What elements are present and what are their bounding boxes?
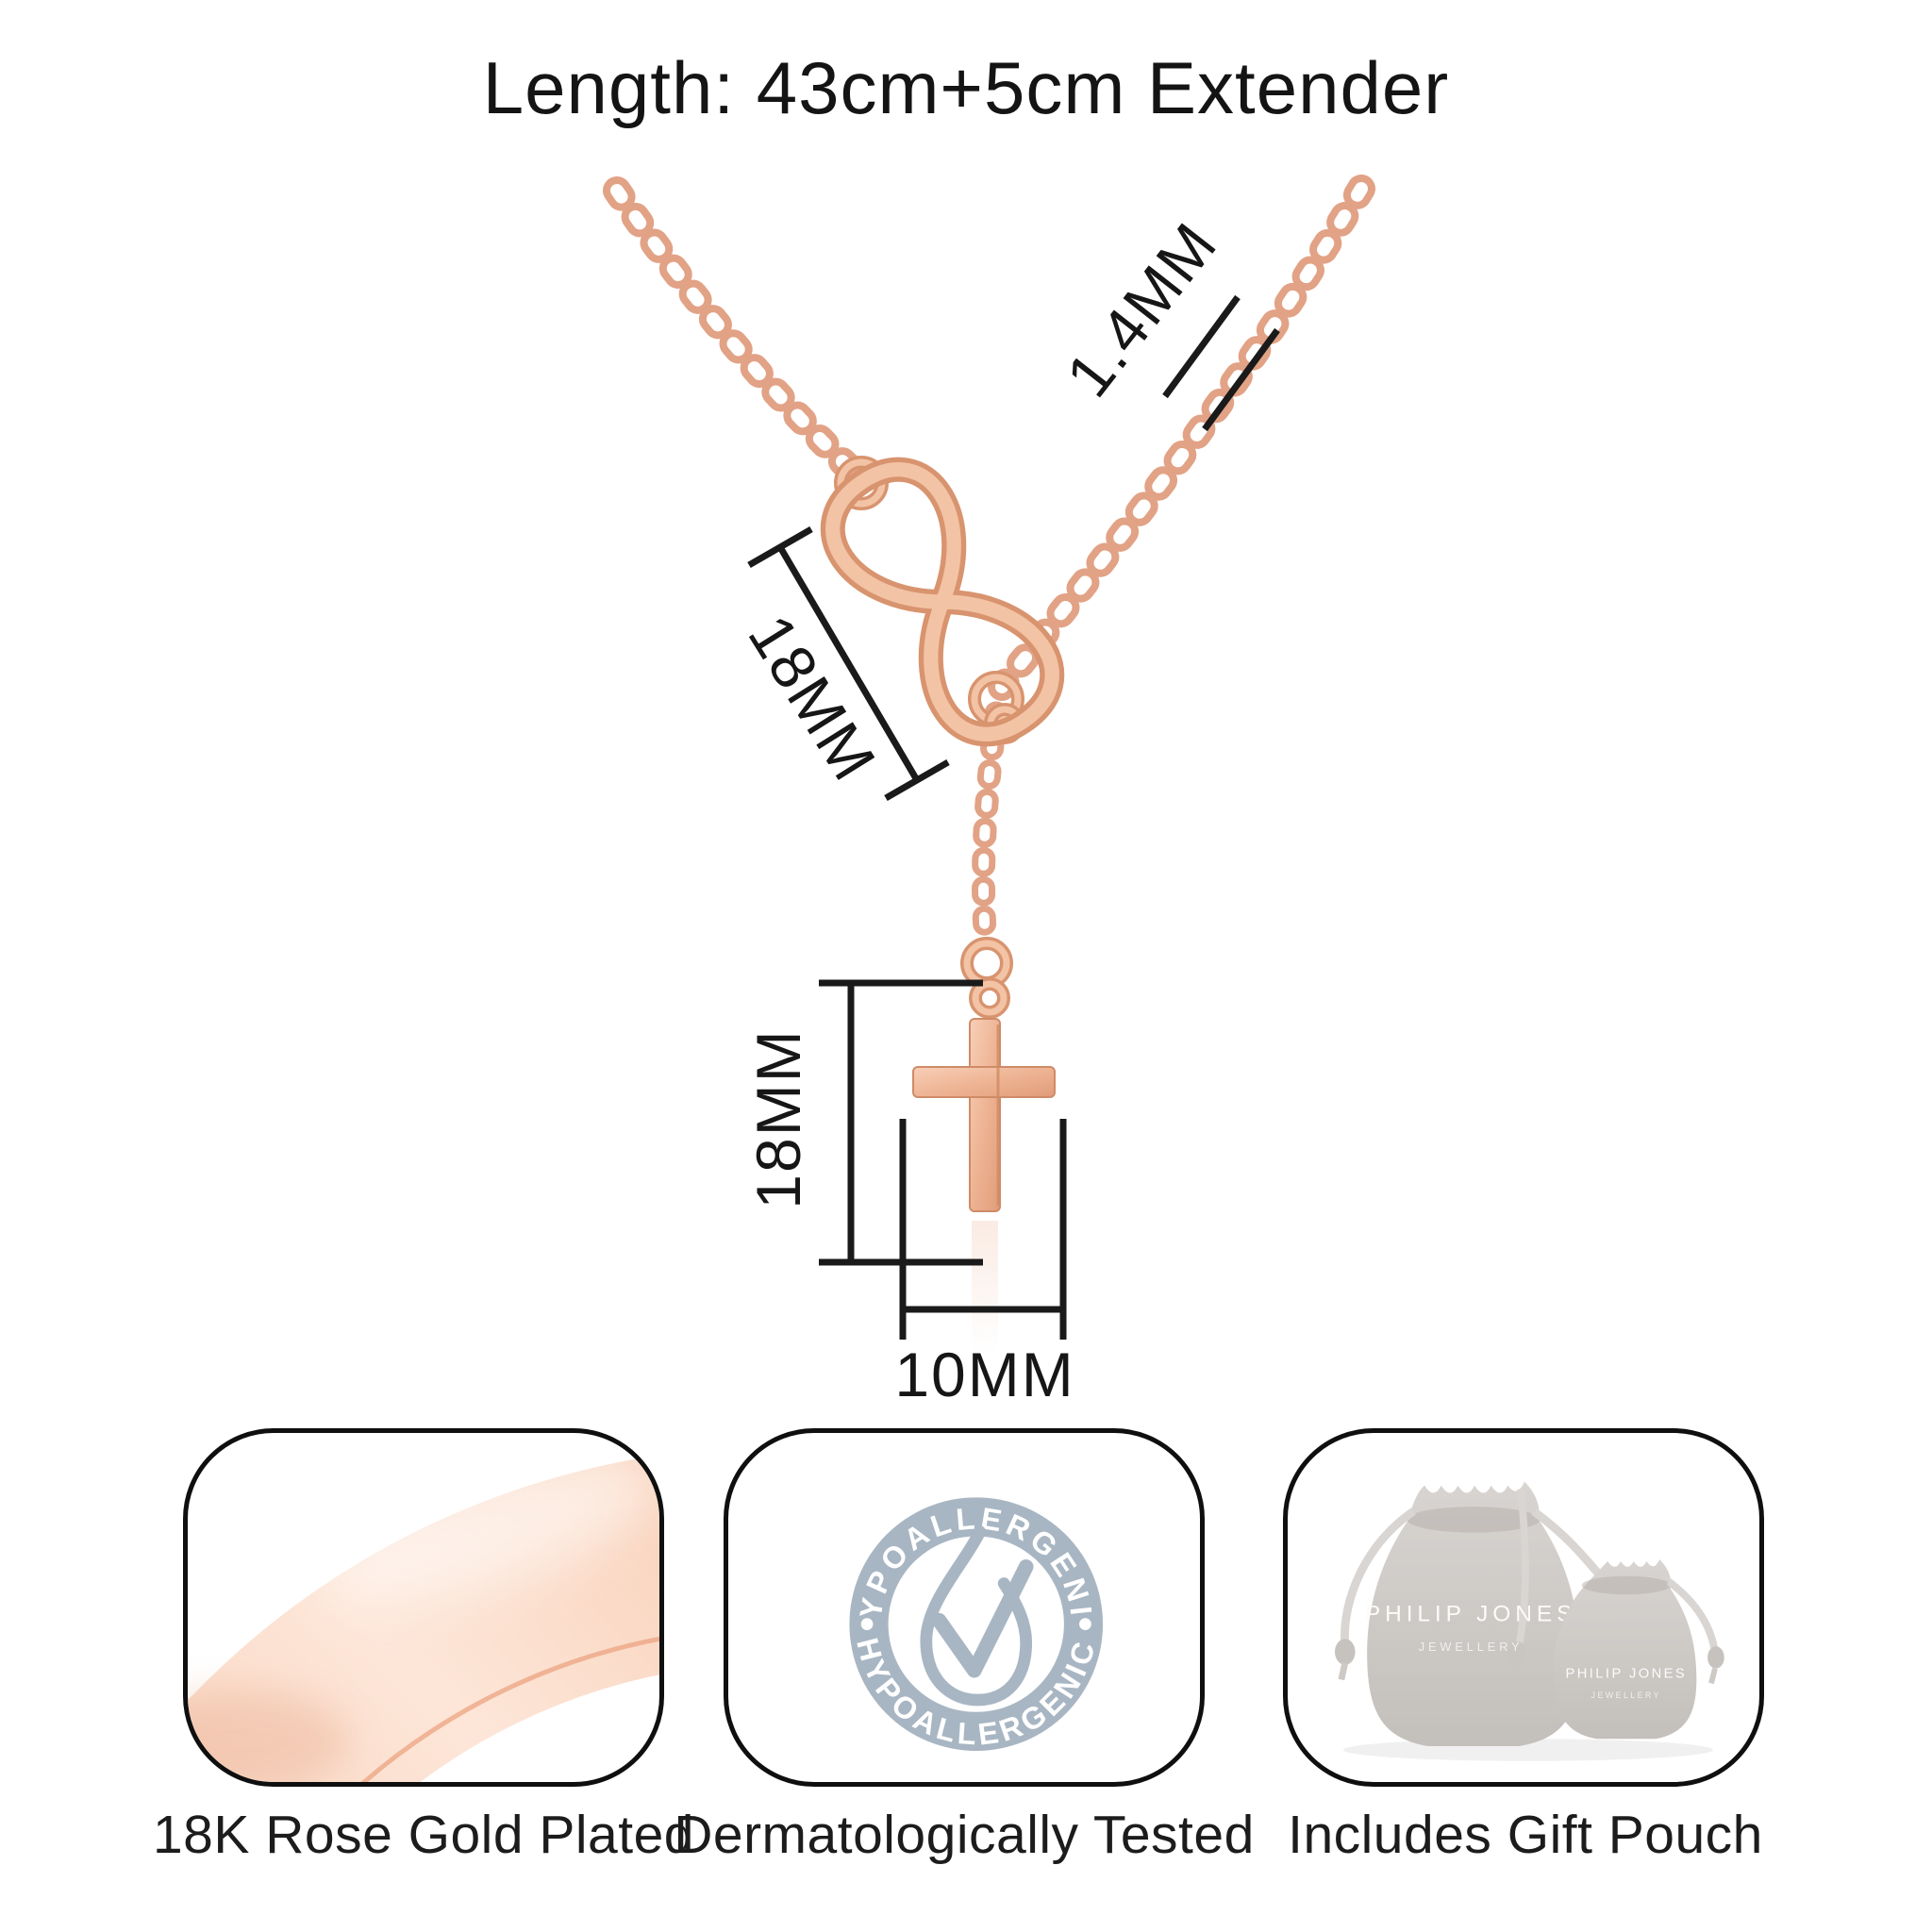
badge-hypoallergenic: HYPOALLERGENIC HYPOALLERGENIC (724, 1428, 1205, 1787)
caption-dermatologically-tested: Dermatologically Tested (674, 1805, 1255, 1865)
cross-reflection (972, 1221, 998, 1353)
pouch-subbrand-text: JEWELLERY (1591, 1690, 1661, 1700)
badge-gift-pouch: PHILIP JONES JEWELLERY PHILIP JONES JEWE… (1283, 1428, 1764, 1787)
gift-pouch-large: PHILIP JONES JEWELLERY (1335, 1481, 1617, 1747)
ring-shade (188, 1690, 350, 1782)
cord-knot (1335, 1639, 1356, 1665)
pouch-brand-text: PHILIP JONES (1565, 1667, 1687, 1682)
chain-left (603, 176, 863, 482)
infinity-length-dimension-line (747, 525, 950, 802)
water-drop-icon (920, 1525, 1033, 1707)
rose-gold-band-image (188, 1453, 659, 1782)
cross-jump-rings (960, 937, 1013, 1019)
cord-tail (1338, 1662, 1349, 1681)
caption-gift-pouch: Includes Gift Pouch (1288, 1805, 1763, 1865)
gift-pouch-image: PHILIP JONES JEWELLERY PHILIP JONES JEWE… (1335, 1481, 1724, 1761)
cord-tail (1708, 1667, 1718, 1685)
page-title: Length: 43cm+5cm Extender (482, 46, 1450, 129)
dot-separator-icon (860, 1618, 874, 1631)
drawstring-cord (1341, 1507, 1416, 1647)
seal-center (888, 1536, 1064, 1712)
cord-knot (1707, 1646, 1724, 1669)
drawstring-cord (1666, 1578, 1719, 1653)
cross-pendant (912, 1018, 1056, 1212)
cross-height-label: 18MM (743, 1028, 813, 1208)
hypoallergenic-seal: HYPOALLERGENIC HYPOALLERGENIC (728, 1433, 1104, 1752)
checkmark-icon (931, 1559, 1034, 1678)
cross-width-dimension-line (899, 1119, 1067, 1340)
cross-width-label: 10MM (894, 1340, 1074, 1409)
drawstring-cord-front (1515, 1489, 1529, 1647)
chain-width-label: 1.4MM (1053, 209, 1231, 409)
pouch-brand-text: PHILIP JONES (1365, 1602, 1577, 1627)
pouch-neck-shade (1407, 1507, 1541, 1533)
ring-highlight (325, 1453, 659, 1605)
chain-width-dimension-lines (1162, 294, 1280, 432)
infinity-pendant (820, 457, 1065, 747)
chain-lariat-drop (972, 701, 1008, 958)
caption-rose-gold: 18K Rose Gold Plated (152, 1805, 695, 1865)
necklace-diagram: 1.4MM 18MM 18MM 10MM (603, 175, 1375, 1409)
badge-rose-gold-plated (183, 1428, 664, 1787)
pouch-neck-shade (1581, 1575, 1671, 1595)
cord-knot (1508, 1641, 1527, 1666)
gift-pouch-small: PHILIP JONES JEWELLERY (1554, 1559, 1724, 1740)
pouch-subbrand-text: JEWELLERY (1419, 1640, 1524, 1654)
pouch-body (1554, 1559, 1697, 1740)
dot-separator-icon (1079, 1618, 1091, 1631)
